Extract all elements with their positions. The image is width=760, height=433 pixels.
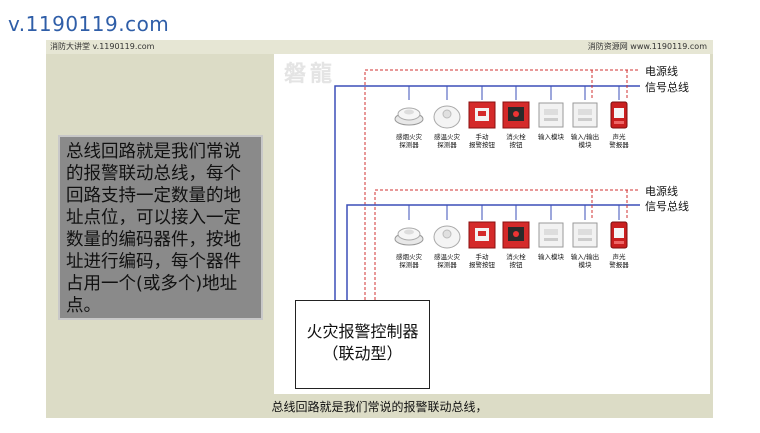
devices_row2-device-label: 感温火灾探测器	[426, 253, 468, 269]
device-label-line1: 感温火灾	[434, 253, 460, 261]
devices_row1-device-label: 消火栓按钮	[495, 133, 537, 149]
devices_row2-device-label: 手动报警按钮	[461, 253, 503, 269]
row2-power-line	[374, 189, 640, 300]
device-label-line1: 感烟火灾	[396, 253, 422, 261]
fire-alarm-controller: 火灾报警控制器 （联动型）	[295, 300, 430, 389]
row2-drops	[408, 205, 620, 220]
device-label-line2: 探测器	[399, 141, 419, 149]
sounder-strobe-icon	[604, 220, 634, 250]
input-module-icon	[536, 100, 566, 130]
explanation-textbox: 总线回路就是我们常说的报警联动总线，每个回路支持一定数量的地址点位，可以接入一定…	[58, 135, 263, 320]
devices_row2-device-label: 输入模块	[530, 253, 572, 261]
devices_row2-device-label: 声光警报器	[598, 253, 640, 269]
hydrant-button-icon	[501, 220, 531, 250]
device-label-line2: 按钮	[509, 261, 523, 269]
devices_row1-device-label: 感烟火灾探测器	[388, 133, 430, 149]
row1-signal-bus	[334, 85, 640, 300]
watermark-url: v.1190119.com	[8, 12, 170, 36]
row1-power-label: 电源线	[645, 65, 678, 78]
row2-power-drops	[591, 190, 628, 220]
devices_row1-device-label: 输入/输出模块	[564, 133, 606, 149]
hydrant-button-icon	[501, 100, 531, 130]
devices_row1-device-label: 手动报警按钮	[461, 133, 503, 149]
devices_row1-device-label: 感温火灾探测器	[426, 133, 468, 149]
row2-power-label: 电源线	[645, 185, 678, 198]
device-label-line1: 输入/输出	[570, 253, 600, 261]
device-label-line1: 消火栓	[506, 253, 526, 261]
devices_row1-device-label: 输入模块	[530, 133, 572, 141]
device-label-line2: 警报器	[609, 261, 629, 269]
device-label-line2: 报警按钮	[469, 261, 495, 269]
row1-power-drops	[591, 70, 628, 100]
device-label-line2: 模块	[578, 261, 592, 269]
header-right-text: 消防资源网 www.1190119.com	[587, 42, 707, 51]
devices_row2-device-label: 输入/输出模块	[564, 253, 606, 269]
row2-signal-bus	[346, 204, 640, 300]
row1-drops	[408, 86, 620, 100]
device-label-line1: 感温火灾	[434, 133, 460, 141]
subtitle-caption: 总线回路就是我们常说的报警联动总线，	[46, 396, 713, 418]
device-label-line1: 感烟火灾	[396, 133, 422, 141]
row1-signal-label: 信号总线	[645, 81, 689, 94]
device-label-line1: 声光	[612, 133, 626, 141]
devices_row2-device-label: 感烟火灾探测器	[388, 253, 430, 269]
heat-detector-icon	[432, 220, 462, 250]
device-label-line2: 模块	[578, 141, 592, 149]
controller-line2: （联动型）	[322, 344, 403, 363]
heat-detector-icon	[432, 100, 462, 130]
io-module-icon	[570, 220, 600, 250]
device-label-line1: 输入/输出	[570, 133, 600, 141]
manual-call-point-icon	[467, 100, 497, 130]
io-module-icon	[570, 100, 600, 130]
device-label-line1: 消火栓	[506, 133, 526, 141]
device-label-line1: 输入模块	[538, 253, 564, 261]
panel-watermark: 磐龍	[284, 61, 337, 87]
row1-power-line	[364, 69, 640, 300]
input-module-icon	[536, 220, 566, 250]
device-label-line2: 按钮	[509, 141, 523, 149]
smoke-detector-icon	[394, 220, 424, 250]
device-label-line2: 探测器	[399, 261, 419, 269]
device-label-line1: 手动	[475, 253, 489, 261]
sounder-strobe-icon	[604, 100, 634, 130]
device-label-line1: 声光	[612, 253, 626, 261]
smoke-detector-icon	[394, 100, 424, 130]
device-label-line1: 手动	[475, 133, 489, 141]
device-label-line1: 输入模块	[538, 133, 564, 141]
device-label-line2: 报警按钮	[469, 141, 495, 149]
device-label-line2: 探测器	[437, 141, 457, 149]
manual-call-point-icon	[467, 220, 497, 250]
row2-signal-label: 信号总线	[645, 200, 689, 213]
devices_row2-device-label: 消火栓按钮	[495, 253, 537, 269]
header-left-text: 消防大讲堂 v.1190119.com	[50, 42, 155, 51]
device-label-line2: 警报器	[609, 141, 629, 149]
controller-line1: 火灾报警控制器	[306, 322, 419, 341]
devices_row1-device-label: 声光警报器	[598, 133, 640, 149]
device-label-line2: 探测器	[437, 261, 457, 269]
slide-header: 消防大讲堂 v.1190119.com 消防资源网 www.1190119.co…	[46, 40, 713, 54]
